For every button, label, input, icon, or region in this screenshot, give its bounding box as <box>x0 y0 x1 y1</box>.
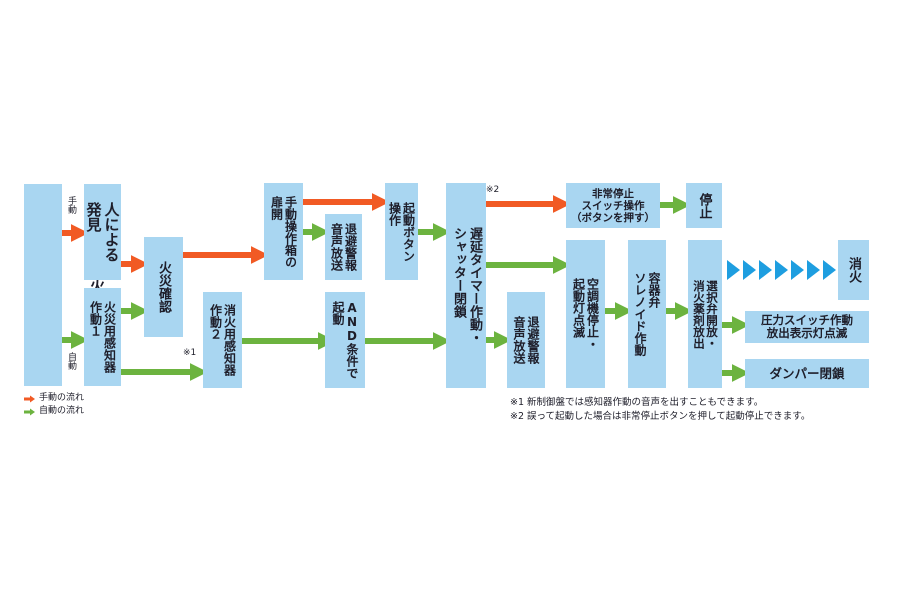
legend-manual-label: 手動の流れ <box>39 393 85 403</box>
box-manual-box-open: 手動操作箱の 扉開 <box>264 183 303 280</box>
footnote-1: ※1 新制御盤では感知器作動の音声を出すこともできます。 <box>510 397 764 408</box>
manual-side-label: 手動 <box>66 196 76 214</box>
box-solenoid: 容器弁 ソレノイド作動 <box>628 240 666 388</box>
box-evac-voice-1-text: 退避警報 音声放送 <box>329 223 358 271</box>
note-mark-2: ※2 <box>486 185 500 195</box>
box-detector1-text: 火災用感知器 作動１ <box>88 301 117 373</box>
box-select-valve-text: 選択弁開放・ 消火薬剤放出 <box>692 279 719 349</box>
box-manual-box-open-text: 手動操作箱の 扉開 <box>269 195 298 268</box>
box-evac-voice-2-text: 退避警報 音声放送 <box>512 316 540 364</box>
box-select-valve: 選択弁開放・ 消火薬剤放出 <box>688 240 722 388</box>
auto-side-label: 自動 <box>66 352 76 370</box>
legend-auto-arrow-icon <box>24 408 35 415</box>
box-pressure-switch-text: 圧力スイッチ作動 放出表示灯点滅 <box>761 313 853 340</box>
legend-auto: 自動の流れ <box>24 406 84 417</box>
box-damper: ダンパー閉鎖 <box>745 359 869 388</box>
box-delay-timer-text: 遅延タイマー作動・ シャッター閉鎖 <box>451 227 482 344</box>
box-fire-confirm-text: 火災確認 <box>156 261 171 313</box>
box-extinguish: 消火 <box>838 240 869 300</box>
box-damper-text: ダンパー閉鎖 <box>769 365 845 381</box>
box-aircon-stop: 空調機停止・ 起動灯点滅 <box>566 240 605 388</box>
box-emergency-stop: 非常停止 スイッチ操作 （ボタンを押す） <box>566 183 660 228</box>
box-evac-voice-1: 退避警報 音声放送 <box>325 214 362 280</box>
box-detector2: 消火用感知器 作動２ <box>203 292 242 388</box>
box-fire-confirm: 火災確認 <box>144 237 183 337</box>
box-delay-timer: 遅延タイマー作動・ シャッター閉鎖 <box>446 183 486 388</box>
box-stop-text: 停止 <box>696 192 712 219</box>
box-pressure-switch: 圧力スイッチ作動 放出表示灯点滅 <box>745 311 869 343</box>
box-aircon-stop-text: 空調機停止・ 起動灯点滅 <box>571 278 600 350</box>
box-solenoid-text: 容器弁 ソレノイド作動 <box>633 272 661 356</box>
box-detector2-text: 消火用感知器 作動２ <box>208 304 237 376</box>
box-detector1: 火災用感知器 作動１ <box>84 288 121 386</box>
box-human-discovery: 人による 発見 <box>84 184 121 280</box>
legend-manual: 手動の流れ <box>24 393 84 404</box>
box-start-button-text: 起動ボタン 操作 <box>387 201 416 262</box>
box-start-button: 起動ボタン 操作 <box>385 183 418 280</box>
legend-auto-label: 自動の流れ <box>39 406 85 416</box>
box-human-discovery-text: 人による 発見 <box>84 202 121 262</box>
box-and-condition-text: AND条件で 起動 <box>331 301 359 379</box>
box-evac-voice-2: 退避警報 音声放送 <box>507 292 545 388</box>
box-emergency-stop-text: 非常停止 スイッチ操作 （ボタンを押す） <box>571 187 655 224</box>
legend-manual-arrow-icon <box>24 395 35 402</box>
chevrons-to-extinguish <box>727 260 836 280</box>
box-extinguish-text: 消火 <box>846 257 861 283</box>
box-and-condition: AND条件で 起動 <box>325 292 365 388</box>
box-stop: 停止 <box>686 183 722 228</box>
note-mark-1: ※1 <box>183 348 197 358</box>
footnote-2: ※2 誤って起動した場合は非常停止ボタンを押して起動停止できます。 <box>510 411 811 422</box>
box-fire: 火 災 <box>24 184 106 386</box>
